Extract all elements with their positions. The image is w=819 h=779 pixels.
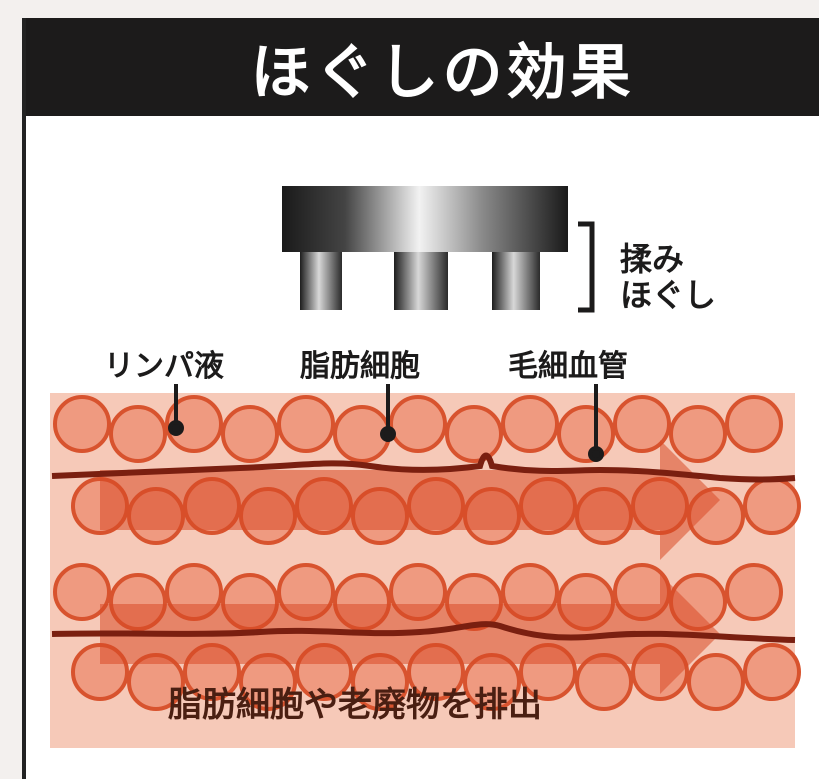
fat-cell — [743, 477, 801, 535]
fat-cell — [743, 643, 801, 701]
fat-cell — [445, 405, 503, 463]
capillary-label: 毛細血管 — [508, 349, 628, 384]
capillary-vessel-lower — [51, 621, 796, 643]
fat-cell-label: 脂肪細胞 — [300, 349, 420, 384]
bracket-icon — [578, 221, 595, 313]
bottom-label: 脂肪細胞や老廃物を排出 — [168, 685, 542, 725]
fat-cell — [53, 563, 111, 621]
fat-cell — [687, 653, 745, 711]
fat-cell — [725, 395, 783, 453]
title-bar: ほぐしの効果 — [26, 18, 819, 116]
bracket-label-1: 揉み — [620, 240, 684, 278]
fat-cell — [53, 395, 111, 453]
label-pointers — [168, 384, 604, 462]
fat-cell — [501, 395, 559, 453]
fat-cell — [109, 405, 167, 463]
massage-head-icon — [282, 186, 568, 310]
fat-cell — [669, 405, 727, 463]
page-title: ほぐしの効果 — [250, 37, 635, 108]
bracket-label-2: ほぐし — [620, 276, 716, 314]
fat-cell — [165, 395, 223, 453]
fat-cell — [725, 563, 783, 621]
fat-cell — [613, 395, 671, 453]
lymph-label: リンパ液 — [104, 349, 224, 384]
fat-cell — [221, 405, 279, 463]
fat-cell — [557, 405, 615, 463]
fat-cell — [277, 395, 335, 453]
capillary-vessel-upper — [51, 452, 796, 483]
fat-cell — [389, 395, 447, 453]
